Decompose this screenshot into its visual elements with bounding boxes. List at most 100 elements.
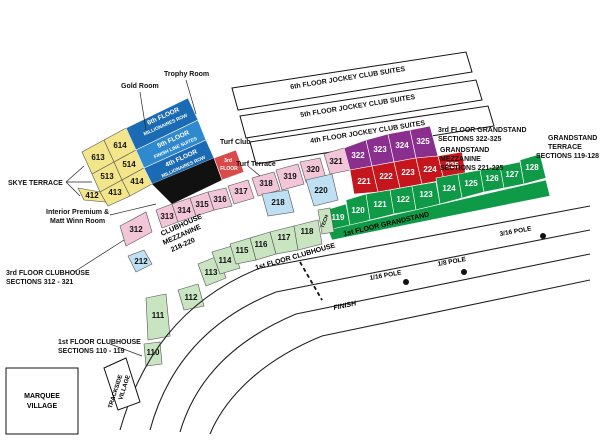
- section-119-label: 119: [332, 213, 345, 222]
- third-clubhouse-label-1: 3rd FLOOR CLUBHOUSE: [6, 270, 90, 277]
- section-220[interactable]: [305, 173, 339, 207]
- section-317[interactable]: [227, 179, 255, 205]
- track-rail-3: [179, 253, 591, 433]
- third-floor-small-label: 3rd: [224, 158, 232, 164]
- third-grandstand-label-1: 3rd FLOOR GRANDSTAND: [438, 127, 527, 134]
- section-128[interactable]: [519, 153, 547, 185]
- interior-premium-label-1: Interior Premium &: [46, 209, 109, 216]
- section-112[interactable]: [177, 283, 205, 311]
- section-117-label: 117: [278, 233, 291, 242]
- section-111-label: 111: [152, 311, 165, 320]
- section-322-label: 322: [351, 151, 365, 160]
- pole-marker-116: [403, 279, 409, 285]
- section-116-label: 116: [255, 240, 268, 249]
- trophy-room-leader: [185, 79, 197, 115]
- third-grandstand-label-2: SECTIONS 322-325: [438, 136, 502, 143]
- section-325-label: 325: [416, 137, 430, 146]
- section-413-label: 413: [108, 188, 122, 197]
- section-115-label: 115: [236, 246, 249, 255]
- turf-club-label: Turf Club: [220, 139, 251, 146]
- section-316[interactable]: [207, 187, 233, 211]
- black-block: [152, 158, 222, 204]
- section-125-label: 125: [464, 179, 478, 188]
- third-clubhouse-leader: [73, 239, 125, 273]
- section-212-label: 212: [134, 257, 148, 266]
- section-118[interactable]: [293, 219, 323, 251]
- first-clubhouse-sections-label-2: SECTIONS 110 - 119: [58, 348, 125, 355]
- skye-leader-3: [65, 181, 81, 197]
- section-316-label: 316: [213, 195, 227, 204]
- annotations: [65, 79, 261, 357]
- skye-terrace-label: SKYE TERRACE: [8, 180, 63, 187]
- section-318[interactable]: [251, 171, 281, 197]
- section-319-label: 319: [283, 172, 297, 181]
- section-614-label: 614: [113, 141, 127, 150]
- turf-terrace-label: Turf Terrace: [236, 161, 276, 168]
- track-rail-2: [149, 229, 591, 431]
- grandstand-terrace-sections: 119 120 121 122 123 124 125 126 127 128: [325, 153, 551, 241]
- section-220-label: 220: [314, 186, 328, 195]
- section-414-label: 414: [130, 177, 144, 186]
- first-floor-clubhouse-sections: 110 111 112 113 114 115 116 117 118 TECH: [143, 207, 335, 367]
- suite-5th-floor[interactable]: [239, 79, 483, 139]
- section-223-label: 223: [401, 168, 415, 177]
- section-112-label: 112: [185, 293, 198, 302]
- third-floor-small-label-2: FLOOR: [220, 166, 238, 172]
- section-221-label: 221: [357, 177, 371, 186]
- suite-4th-floor[interactable]: [249, 105, 495, 165]
- section-121-label: 121: [373, 200, 387, 209]
- third-floor-clubhouse-sections: 312 313 314 315 316 317 318 319 320 321: [119, 147, 351, 247]
- skye-terrace-sections: 613 614 513 514 412 413 414: [77, 127, 153, 207]
- section-313-label: 313: [160, 212, 174, 221]
- section-123-label: 123: [419, 190, 433, 199]
- tech-block: [317, 207, 335, 235]
- trackside-village[interactable]: [103, 357, 141, 411]
- marquee-label-2: VILLAGE: [27, 403, 58, 410]
- section-514-label: 514: [122, 160, 136, 169]
- section-128-label: 128: [525, 163, 539, 172]
- first-floor-grandstand[interactable]: [327, 179, 551, 241]
- first-clubhouse-sections-label-1: 1st FLOOR CLUBHOUSE: [58, 339, 141, 346]
- section-111[interactable]: [145, 293, 171, 341]
- gs-terrace-label-2: TERRACE: [548, 144, 582, 151]
- interior-premium-leader: [109, 203, 157, 216]
- section-218[interactable]: [261, 189, 295, 217]
- section-318-label: 318: [259, 179, 273, 188]
- tech-label: TECH: [320, 214, 330, 229]
- interior-premium-label-2: Matt Winn Room: [50, 218, 105, 225]
- section-118-label: 118: [301, 227, 314, 236]
- gs-terrace-label-3: SECTIONS 119-128: [536, 153, 599, 160]
- section-323-label: 323: [373, 145, 387, 154]
- marquee-label-1: MARQUEE: [24, 393, 60, 400]
- third-clubhouse-label-2: SECTIONS 312 - 321: [6, 279, 73, 286]
- pole-116-label: 1/16 POLE: [369, 269, 403, 282]
- section-320-label: 320: [306, 165, 320, 174]
- first-clubhouse-leader: [109, 343, 143, 357]
- section-124-label: 124: [442, 184, 456, 193]
- section-319[interactable]: [275, 163, 305, 191]
- third-floor-small[interactable]: [213, 149, 245, 181]
- gold-room-leader: [139, 91, 147, 131]
- section-222-label: 222: [379, 172, 393, 181]
- premium-floors: 6th FLOOR MILLIONAIRES ROW 5th FLOOR FIN…: [125, 97, 245, 204]
- gs-mezz-label-3: SECTIONS 221-225: [440, 165, 504, 172]
- mezzanine-light-blue-sections: 218 220 212: [127, 173, 339, 273]
- gs-mezz-label-2: MEZZANINE: [440, 156, 481, 163]
- section-122-label: 122: [396, 195, 410, 204]
- pole-316-label: 3/16 POLE: [499, 225, 533, 238]
- grandstand-mezzanine-sections: 221 222 223 224 225: [349, 151, 467, 195]
- section-317-label: 317: [234, 187, 248, 196]
- section-212[interactable]: [127, 249, 153, 273]
- section-321-label: 321: [329, 157, 343, 166]
- section-224-label: 224: [423, 165, 437, 174]
- marquee-village[interactable]: [5, 367, 79, 435]
- section-314-label: 314: [177, 206, 191, 215]
- gold-room-label: Gold Room: [121, 83, 159, 90]
- pole-18-label: 1/8 POLE: [437, 256, 467, 268]
- section-324-label: 324: [395, 141, 409, 150]
- suite-6th-floor[interactable]: [231, 51, 473, 111]
- section-312[interactable]: [119, 211, 153, 247]
- section-513-label: 513: [100, 172, 114, 181]
- trophy-room-label: Trophy Room: [164, 71, 209, 78]
